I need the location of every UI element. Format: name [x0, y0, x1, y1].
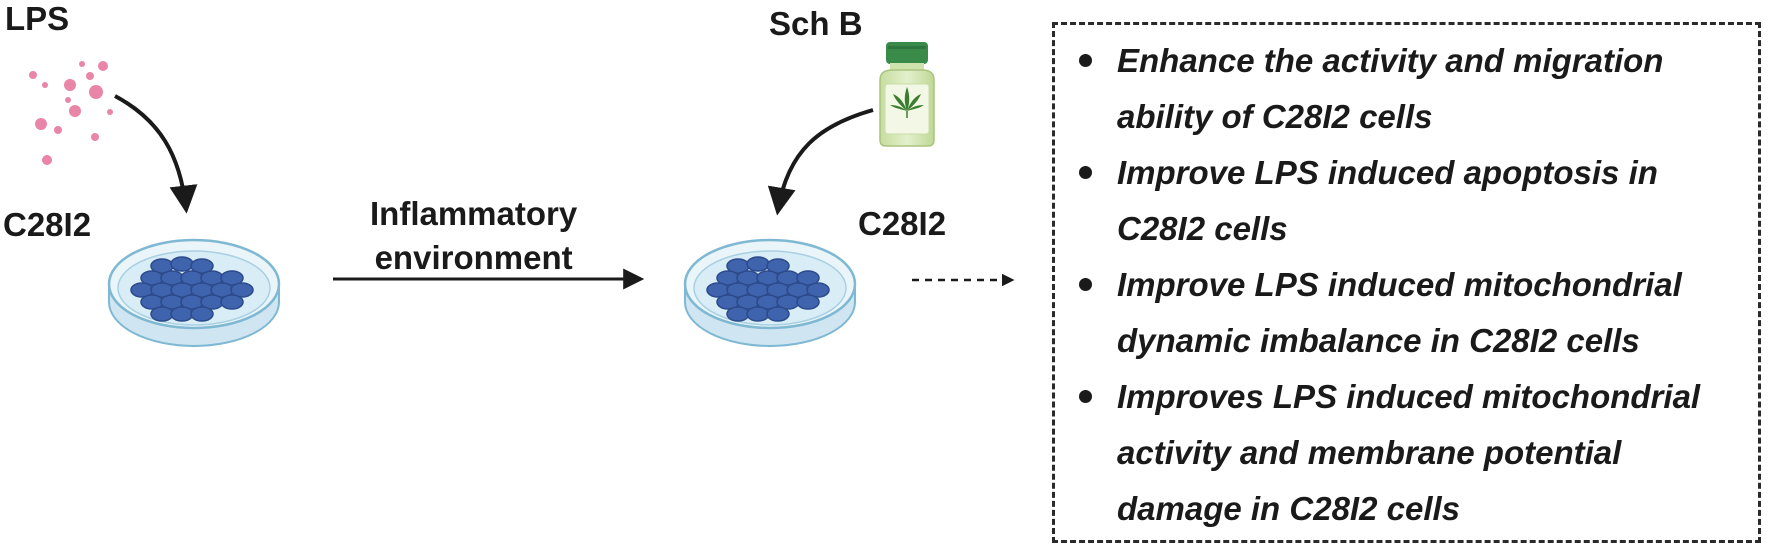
lps-particle: [42, 155, 52, 165]
lps-particle: [91, 133, 99, 141]
cell: [220, 270, 244, 286]
lps-particle: [65, 97, 71, 103]
bullet-icon: [1079, 390, 1092, 403]
bullet-icon: [1079, 278, 1092, 291]
lps-particle: [107, 109, 113, 115]
outcome-line: dynamic imbalance in C28I2 cells: [1117, 322, 1640, 359]
cell: [766, 258, 790, 274]
process-label: Inflammatory environment: [370, 192, 577, 280]
bullet-icon: [1079, 54, 1092, 67]
drug-to-dish-arrow: [767, 108, 874, 216]
cell: [796, 294, 820, 310]
outcome-line: Improves LPS induced mitochondrial: [1117, 378, 1701, 415]
cell: [806, 282, 830, 298]
lps-particle: [98, 61, 108, 71]
cell: [220, 294, 244, 310]
outcome-item: Improves LPS induced mitochondrial activ…: [1055, 369, 1758, 537]
cell: [190, 306, 214, 322]
outcome-line: Improve LPS induced mitochondrial: [1117, 266, 1682, 303]
bullet-icon: [1079, 166, 1092, 179]
outcome-list: Enhance the activity and migration abili…: [1055, 33, 1758, 537]
cell: [796, 270, 820, 286]
cell: [190, 258, 214, 274]
cell-line-label-untreated: C28I2: [3, 206, 92, 243]
cell: [230, 282, 254, 298]
cell: [746, 306, 770, 322]
lps-particle: [79, 61, 85, 67]
cell: [766, 306, 790, 322]
lps-particle: [64, 79, 76, 91]
lps-particle: [86, 72, 94, 80]
lps-particles-icon: [29, 61, 113, 165]
lps-particle: [54, 126, 62, 134]
process-label-line1: Inflammatory: [370, 195, 578, 232]
outcome-line: C28I2 cells: [1117, 210, 1288, 247]
outcome-item: Improve LPS induced mitochondrial dynami…: [1055, 257, 1758, 369]
drug-label: Sch B: [769, 5, 863, 42]
cell: [170, 306, 194, 322]
outcome-line: Improve LPS induced apoptosis in: [1117, 154, 1658, 191]
outcome-line: ability of C28I2 cells: [1117, 98, 1433, 135]
lps-particle: [29, 71, 37, 79]
lps-particle: [69, 105, 81, 117]
cell: [170, 256, 194, 272]
medicine-bottle-icon: [879, 42, 935, 147]
outcome-box: Enhance the activity and migration abili…: [1052, 22, 1761, 543]
outcome-line: damage in C28I2 cells: [1117, 490, 1461, 527]
petri-dish-icon: [683, 238, 857, 347]
cell-line-label-treated: C28I2: [858, 205, 947, 242]
cell: [726, 306, 750, 322]
petri-dish-icon: [107, 238, 281, 347]
lps-label: LPS: [5, 0, 70, 37]
lps-particle: [35, 118, 47, 130]
process-label-line2: environment: [374, 239, 573, 276]
lps-particle: [42, 82, 48, 88]
cannabis-leaf-icon: [890, 87, 924, 118]
cell: [746, 256, 770, 272]
cell: [150, 306, 174, 322]
outcome-item: Enhance the activity and migration abili…: [1055, 33, 1758, 145]
outcome-item: Improve LPS induced apoptosis in C28I2 c…: [1055, 145, 1758, 257]
lps-to-dish-arrow: [114, 94, 198, 214]
outcome-line: activity and membrane potential: [1117, 434, 1622, 471]
outcome-line: Enhance the activity and migration: [1117, 42, 1664, 79]
lps-particle: [89, 85, 103, 99]
